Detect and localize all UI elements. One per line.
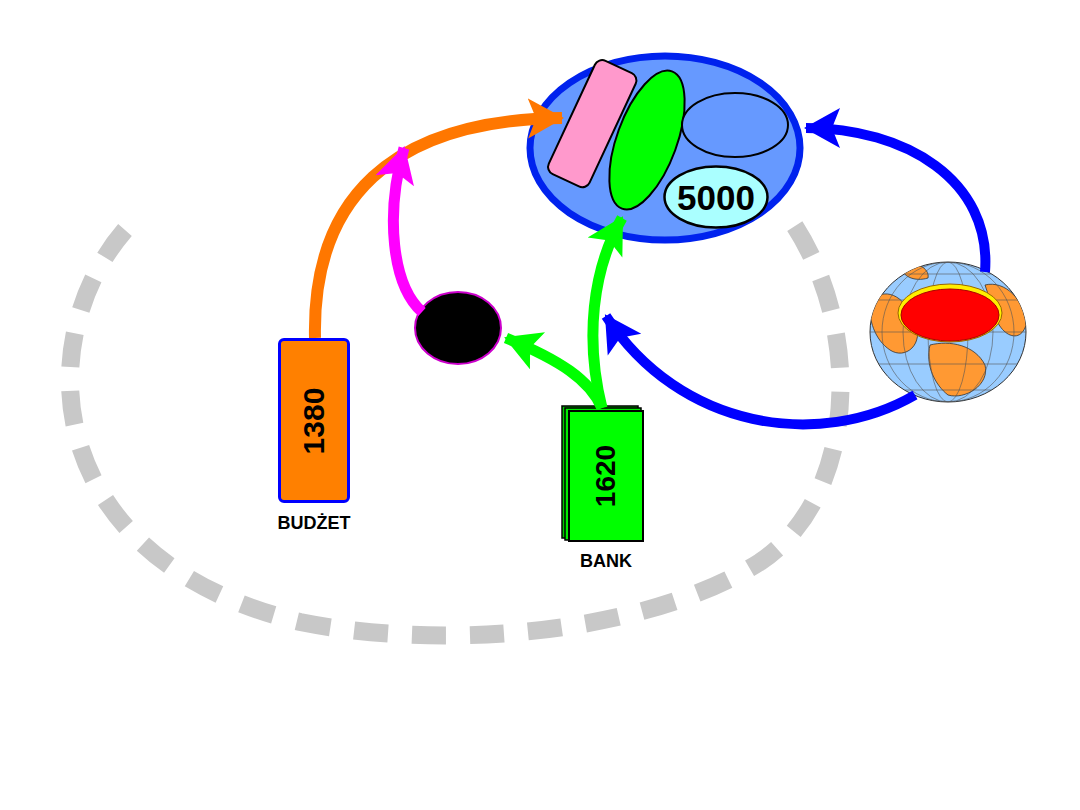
dashed-circuit (70, 212, 840, 636)
economy-ellipse (530, 56, 800, 240)
bank-to-green-arrow (593, 218, 622, 408)
black-ellipse (415, 292, 501, 364)
node-outline-shape (665, 167, 768, 228)
value-number: 5000 (677, 180, 755, 215)
world-to-black-arrow (606, 316, 915, 424)
budget-box: 1380BUDŻET (278, 338, 350, 503)
world-to-economy-arrow (806, 128, 985, 272)
budget-arrow (315, 118, 562, 338)
magenta-arrow (393, 148, 422, 312)
light-ellipse (682, 93, 788, 157)
value-ellipse: 5000 (663, 165, 769, 229)
bank-to-black-arrow (506, 338, 602, 408)
bank-box: 1620BANK (568, 410, 644, 542)
budget-amount: 1380 (299, 387, 329, 454)
budget-label: BUDŻET (278, 514, 351, 532)
bank-label: BANK (580, 552, 632, 570)
bank-amount: 1620 (592, 445, 620, 507)
globe (870, 262, 1026, 402)
